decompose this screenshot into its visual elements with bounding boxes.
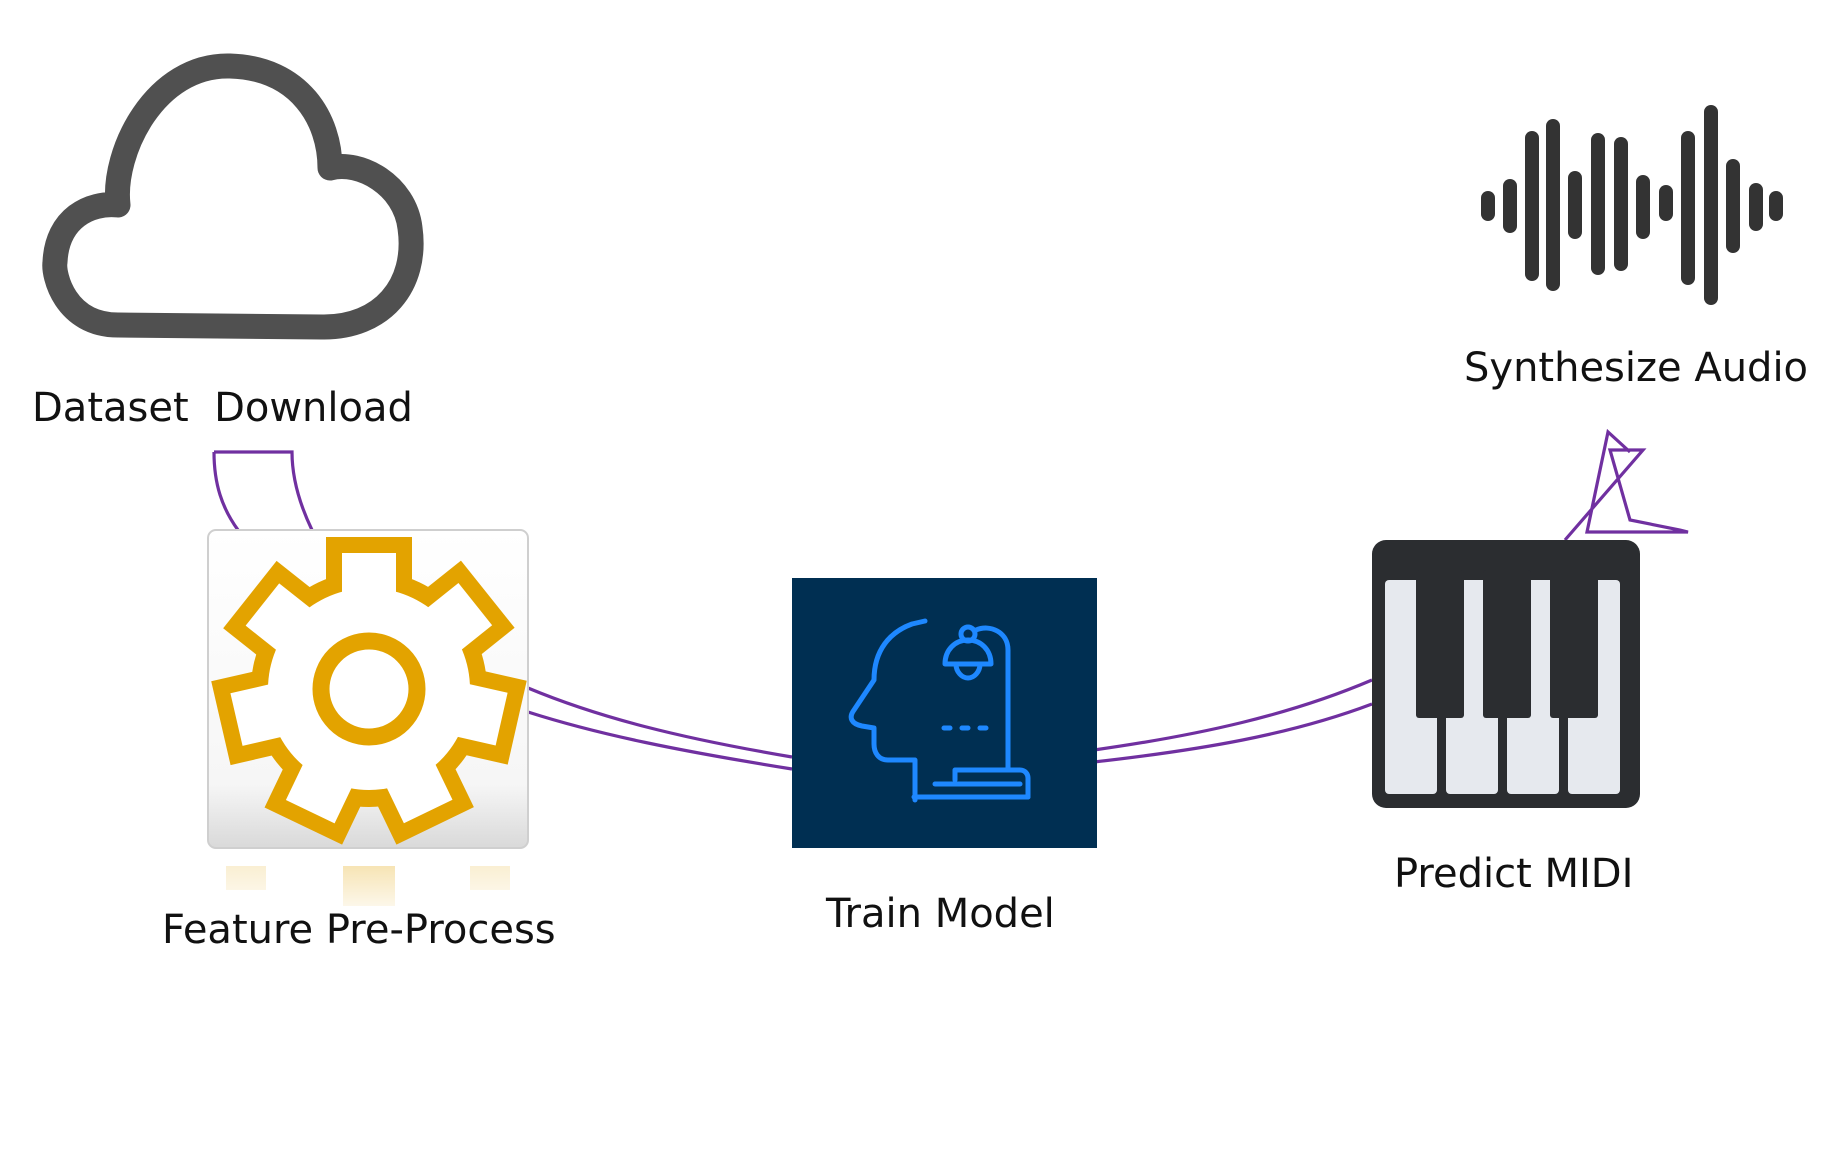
connector-predict-synth <box>1563 428 1689 542</box>
feature-preprocess-label: Feature Pre-Process <box>162 907 556 953</box>
gear-icon <box>211 537 527 845</box>
connector-train-predict <box>1093 678 1373 764</box>
dataset-download-label: Dataset Download <box>32 385 413 431</box>
predict-midi-label: Predict MIDI <box>1394 851 1634 897</box>
ai-head-icon <box>848 618 1031 803</box>
train-model-tile <box>792 578 1097 848</box>
synthesize-audio-label: Synthesize Audio <box>1464 345 1809 391</box>
piano-keys-icon <box>1372 540 1640 808</box>
feature-tile <box>200 529 540 922</box>
connector-dataset-feature <box>212 450 314 531</box>
train-model-label: Train Model <box>826 891 1055 937</box>
connector-feature-train <box>527 686 793 771</box>
cloud-icon <box>42 53 424 340</box>
sound-wave-icon <box>1481 105 1783 305</box>
